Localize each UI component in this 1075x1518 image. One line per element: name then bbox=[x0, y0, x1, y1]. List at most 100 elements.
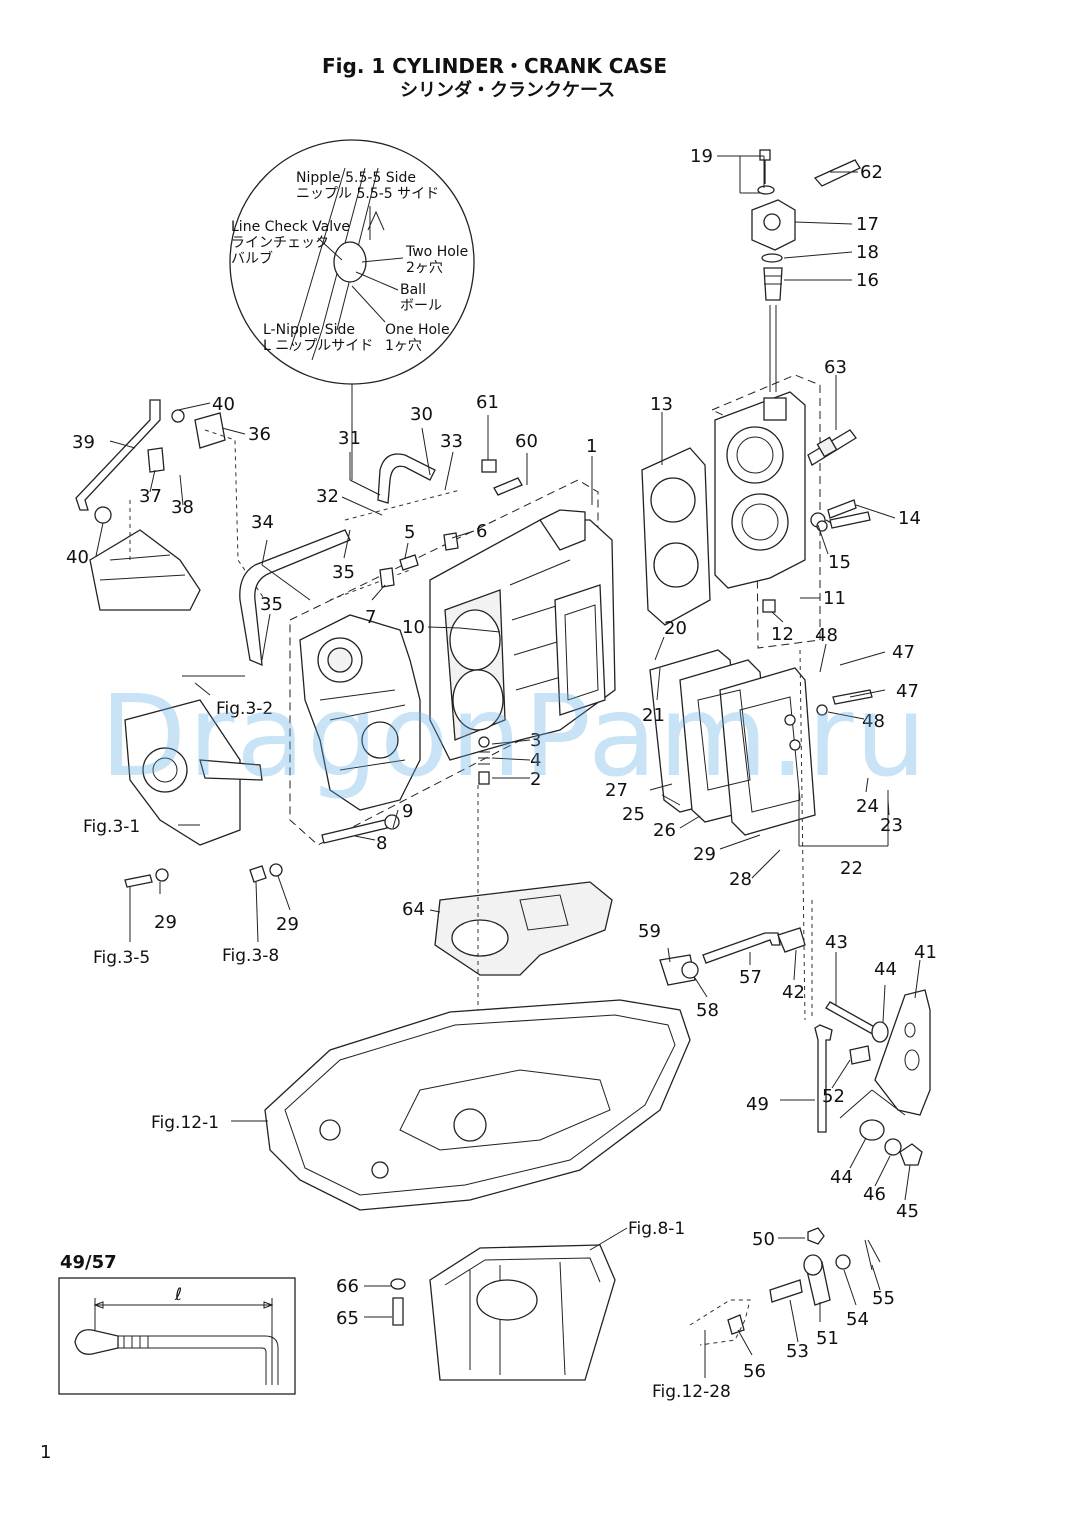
ref-fig3-1: Fig.3-1 bbox=[83, 817, 140, 837]
callout-40b: 40 bbox=[66, 547, 89, 568]
callout-29c: 29 bbox=[693, 844, 716, 865]
detail-box-49-57 bbox=[58, 1277, 296, 1395]
callout-48a: 48 bbox=[815, 625, 838, 646]
leader-lines bbox=[95, 155, 921, 1378]
callout-1: 1 bbox=[586, 436, 597, 457]
callout-2: 2 bbox=[530, 769, 541, 790]
callout-34: 34 bbox=[251, 512, 274, 533]
cylinder-gasket bbox=[641, 447, 711, 626]
inset-label-one-hole-jp: 1ヶ穴 bbox=[385, 338, 422, 354]
dimension-symbol: ℓ bbox=[174, 1285, 182, 1305]
callout-17: 17 bbox=[856, 214, 879, 235]
callout-53: 53 bbox=[786, 1341, 809, 1362]
throttle-plate-41 bbox=[874, 989, 931, 1116]
cylinder-head bbox=[714, 391, 806, 589]
callout-41: 41 bbox=[914, 942, 937, 963]
callout-46: 46 bbox=[863, 1184, 886, 1205]
callout-40a: 40 bbox=[212, 394, 235, 415]
callout-44b: 44 bbox=[830, 1167, 853, 1188]
callout-59: 59 bbox=[638, 921, 661, 942]
callout-3: 3 bbox=[530, 730, 541, 751]
callout-66: 66 bbox=[336, 1276, 359, 1297]
ref-fig3-8: Fig.3-8 bbox=[222, 946, 279, 966]
ref-fig12-28: Fig.12-28 bbox=[652, 1382, 731, 1402]
callout-65: 65 bbox=[336, 1308, 359, 1329]
callout-8: 8 bbox=[376, 833, 387, 854]
callout-28: 28 bbox=[729, 869, 752, 890]
callout-35b: 35 bbox=[260, 594, 283, 615]
inset-label-one-hole: One Hole bbox=[385, 322, 450, 338]
callout-55: 55 bbox=[872, 1288, 895, 1309]
callout-45: 45 bbox=[896, 1201, 919, 1222]
callout-14: 14 bbox=[898, 508, 921, 529]
callout-19: 19 bbox=[690, 146, 713, 167]
ref-fig12-1: Fig.12-1 bbox=[151, 1113, 219, 1133]
inset-label-ball-jp: ボール bbox=[400, 298, 442, 314]
callout-47a: 47 bbox=[892, 642, 915, 663]
callout-4: 4 bbox=[530, 750, 541, 771]
callout-5: 5 bbox=[404, 522, 415, 543]
callout-25: 25 bbox=[622, 804, 645, 825]
inset-label-l-nipple-side-jp: L ニップルサイド bbox=[263, 338, 373, 354]
callout-11: 11 bbox=[823, 588, 846, 609]
inset-label-line-check-valve-jp2: バルブ bbox=[231, 250, 273, 267]
fuel-hose-30 bbox=[377, 453, 436, 504]
callout-16: 16 bbox=[856, 270, 879, 291]
callout-39: 39 bbox=[72, 432, 95, 453]
callout-52: 52 bbox=[822, 1086, 845, 1107]
callout-51: 51 bbox=[816, 1328, 839, 1349]
callout-13: 13 bbox=[650, 394, 673, 415]
check-valve-inset bbox=[229, 139, 475, 480]
callout-21: 21 bbox=[642, 705, 665, 726]
fuel-line-39 bbox=[75, 399, 161, 511]
gasket-18 bbox=[761, 253, 783, 263]
callout-33: 33 bbox=[440, 431, 463, 452]
callout-27: 27 bbox=[605, 780, 628, 801]
inset-label-two-hole: Two Hole bbox=[405, 244, 468, 260]
callout-15: 15 bbox=[828, 552, 851, 573]
callout-56: 56 bbox=[743, 1361, 766, 1382]
callout-42: 42 bbox=[782, 982, 805, 1003]
inset-label-nipple-side: Nipple 5.5-5 Side bbox=[296, 170, 416, 186]
callout-31: 31 bbox=[338, 428, 361, 449]
watermark: DragonPam.ru bbox=[100, 672, 929, 802]
callout-47b: 47 bbox=[896, 681, 919, 702]
callout-6: 6 bbox=[476, 521, 487, 542]
check-valve-ball bbox=[333, 241, 367, 283]
callout-44a: 44 bbox=[874, 959, 897, 980]
callout-61: 61 bbox=[476, 392, 499, 413]
inset-label-l-nipple-side: L-Nipple Side bbox=[263, 322, 355, 338]
ref-fig8-1: Fig.8-1 bbox=[628, 1219, 685, 1239]
callout-38: 38 bbox=[171, 497, 194, 518]
callout-29b: 29 bbox=[276, 914, 299, 935]
fuel-filter-36 bbox=[194, 412, 226, 449]
callout-26: 26 bbox=[653, 820, 676, 841]
callout-10: 10 bbox=[402, 617, 425, 638]
callout-22: 22 bbox=[840, 858, 863, 879]
ref-fig3-2: Fig.3-2 bbox=[216, 699, 273, 719]
page-number: 1 bbox=[40, 1442, 52, 1463]
callout-57: 57 bbox=[739, 967, 762, 988]
anode-62 bbox=[813, 159, 861, 187]
callout-50: 50 bbox=[752, 1229, 775, 1250]
callout-18: 18 bbox=[856, 242, 879, 263]
callout-24: 24 bbox=[856, 796, 879, 817]
figure-title: Fig. 1 CYLINDER・CRANK CASE bbox=[322, 54, 667, 78]
fuel-hose-34 bbox=[239, 529, 351, 667]
inset-label-two-hole-jp: 2ヶ穴 bbox=[406, 260, 443, 276]
callout-32: 32 bbox=[316, 486, 339, 507]
inset-label-line-check-valve: Line Check Valve bbox=[231, 219, 350, 235]
callout-12: 12 bbox=[771, 624, 794, 645]
throttle-rod-57 bbox=[702, 932, 781, 964]
inset-label-nipple-side-jp: ニップル 5.5-5 サイド bbox=[296, 186, 439, 202]
callout-30: 30 bbox=[410, 404, 433, 425]
link-rod-49 bbox=[814, 1024, 833, 1133]
callout-37: 37 bbox=[139, 486, 162, 507]
ref-fig3-5: Fig.3-5 bbox=[93, 948, 150, 968]
callout-60: 60 bbox=[515, 431, 538, 452]
callout-49: 49 bbox=[746, 1094, 769, 1115]
callout-20: 20 bbox=[664, 618, 687, 639]
callout-64: 64 bbox=[402, 899, 425, 920]
figure-title-jp: シリンダ・クランクケース bbox=[400, 80, 616, 101]
